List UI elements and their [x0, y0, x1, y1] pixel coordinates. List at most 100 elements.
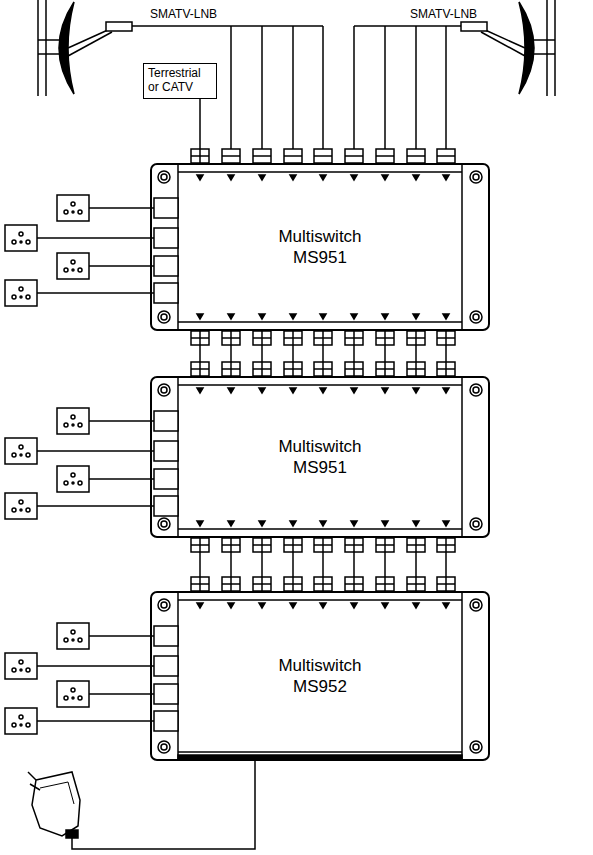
port-marker — [382, 175, 388, 180]
wall-outlet — [57, 253, 89, 279]
mounting-hole — [470, 384, 482, 396]
end-plate — [461, 163, 463, 331]
mounting-hole — [473, 314, 479, 320]
outlet-cable — [37, 450, 154, 452]
outlet-pin — [64, 638, 68, 642]
mounting-hole — [161, 387, 167, 393]
port-marker — [320, 603, 326, 608]
outlet-pin — [26, 295, 30, 299]
f-connector — [437, 155, 455, 157]
outlet-pin — [64, 696, 68, 700]
outlet-pin — [19, 445, 23, 449]
f-connector — [253, 149, 271, 163]
outlet-cable — [37, 292, 154, 294]
port-marker — [197, 175, 203, 180]
coax-cable — [199, 99, 201, 163]
power-plug — [66, 830, 78, 838]
part-label: SMATV-LNB — [408, 7, 479, 21]
port-marker — [382, 314, 388, 319]
mounting-hole — [161, 174, 167, 180]
port-marker — [443, 175, 449, 180]
mounting-hole — [158, 384, 170, 396]
port-marker — [228, 175, 234, 180]
outlet-cable — [37, 665, 154, 667]
output-port — [154, 411, 178, 431]
outlet-pin — [72, 639, 74, 641]
port-marker — [351, 175, 357, 180]
output-port — [154, 711, 178, 731]
left-dish — [38, 0, 323, 96]
outlet-cable — [37, 237, 154, 239]
outlet-cable — [89, 265, 154, 267]
port-marker — [351, 314, 357, 319]
node-text: Multiswitch MS951 — [268, 226, 373, 269]
port-marker — [228, 314, 234, 319]
coax-cable — [322, 538, 324, 591]
end-plate — [461, 376, 463, 538]
port-marker — [413, 314, 419, 319]
base-band — [178, 755, 462, 759]
f-connector — [253, 155, 271, 157]
lnb-cable — [322, 26, 324, 149]
outlet-pin — [26, 508, 30, 512]
wall-outlet — [57, 195, 89, 221]
mounting-hole — [473, 744, 479, 750]
outlet-pin — [78, 268, 82, 272]
port-marker — [413, 603, 419, 608]
coax-cable — [230, 331, 232, 376]
port-marker — [351, 388, 357, 393]
port-marker — [413, 521, 419, 526]
mounting-hole — [161, 314, 167, 320]
port-marker — [382, 388, 388, 393]
end-plate — [461, 591, 463, 761]
rail — [178, 321, 462, 323]
outlet-pin — [12, 453, 16, 457]
outlet-pin — [71, 202, 75, 206]
outlet-pin — [64, 210, 68, 214]
f-connector — [284, 149, 302, 163]
mounting-hole — [473, 387, 479, 393]
f-connector — [376, 149, 394, 163]
port-marker — [413, 388, 419, 393]
rail — [178, 171, 462, 173]
mounting-hole — [473, 521, 479, 527]
port-marker — [197, 603, 203, 608]
f-connector — [407, 149, 425, 163]
mounting-hole — [470, 599, 482, 611]
outlet-pin — [20, 724, 22, 726]
port-marker — [290, 388, 296, 393]
port-marker — [290, 521, 296, 526]
coax-cable — [261, 538, 263, 591]
outlet-pin — [78, 423, 82, 427]
power-plug — [28, 772, 36, 780]
multiswitch-box: Multiswitch MS951 — [150, 376, 490, 538]
outlet-pin — [12, 240, 16, 244]
mounting-hole — [470, 518, 482, 530]
outlet-cable — [37, 505, 154, 507]
outlet-cable — [89, 478, 154, 480]
outlet-cable — [89, 693, 154, 695]
node-text: Multiswitch MS952 — [268, 655, 373, 698]
port-marker — [413, 175, 419, 180]
lnb-cable — [292, 26, 294, 149]
outlet-pin — [72, 424, 74, 426]
coax-cable — [415, 331, 417, 376]
outlet-cable — [37, 720, 154, 722]
wall-outlet — [5, 653, 37, 679]
coax-cable — [199, 331, 201, 376]
output-port — [154, 283, 178, 303]
port-marker — [259, 175, 265, 180]
outlet-cable — [89, 635, 154, 637]
wall-outlet — [5, 708, 37, 734]
outlet-pin — [78, 638, 82, 642]
f-connector — [314, 149, 332, 163]
power-cable — [72, 761, 255, 849]
port-marker — [290, 314, 296, 319]
outlet-pin — [20, 669, 22, 671]
mounting-hole — [473, 602, 479, 608]
outlet-pin — [78, 481, 82, 485]
multiswitch-box: Multiswitch MS952 — [150, 591, 490, 761]
port-marker — [259, 388, 265, 393]
mounting-hole — [470, 311, 482, 323]
